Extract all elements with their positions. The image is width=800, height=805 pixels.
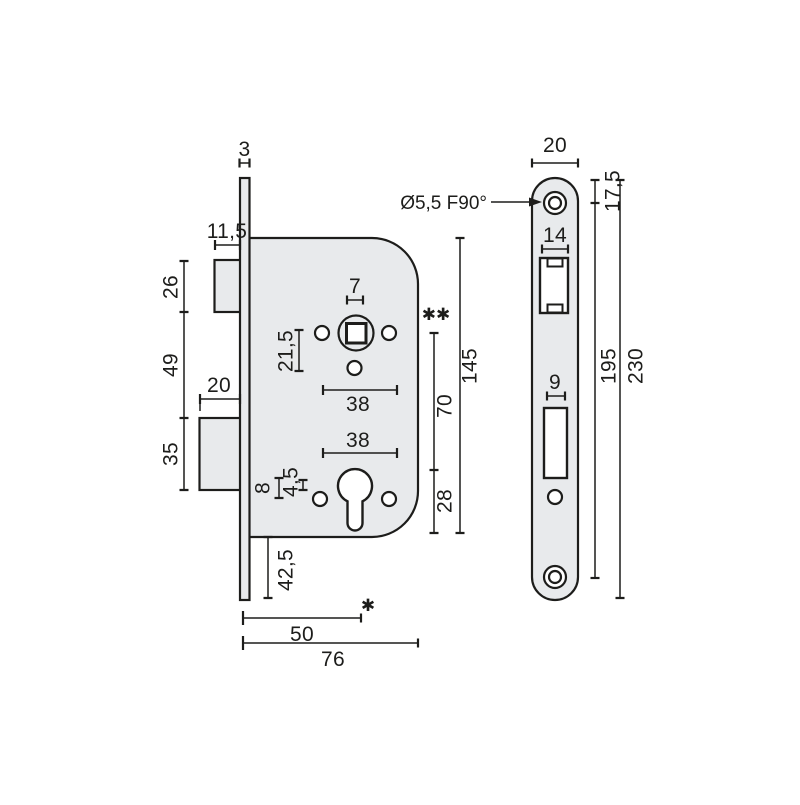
dim-label-hole-8: 8 [252, 482, 275, 494]
dim-latch-cutout-width: 14 [540, 224, 570, 254]
fixing-hole-right [380, 324, 398, 342]
latch-bolt [213, 258, 243, 314]
left-view-lock-case: 3 11,5 26 49 35 20 7 [160, 138, 482, 671]
dim-body-height: 145 [455, 236, 482, 535]
dim-label-hole-4-5: 4,5 [280, 467, 303, 497]
dim-label-total-depth: 76 [321, 648, 345, 671]
dim-lower-hole-spacing: 38 [321, 429, 399, 458]
dim-bottom-offset: 42,5 [263, 535, 298, 600]
dim-label-follower-square: 7 [349, 275, 361, 298]
screw-hole-bottom-inner [547, 569, 563, 585]
dim-label-plate-width: 20 [543, 134, 567, 157]
deadbolt-cutout [542, 406, 569, 480]
dim-label-plate-height: 230 [625, 348, 648, 384]
fixing-hole-below [346, 359, 363, 377]
dead-bolt [198, 416, 243, 492]
dim-hole-8: 8 [252, 476, 284, 500]
dim-label-lower-hole-spacing: 38 [346, 429, 370, 452]
screw-hole-spec-label: Ø5,5 F90° [400, 193, 487, 214]
dim-centre-distances: 70 28 [429, 331, 457, 535]
dim-label-latch-height: 26 [160, 275, 183, 299]
dim-label-top-hole-offset: 17,5 [602, 170, 625, 212]
dim-latch-protrusion: 11,5 [207, 220, 248, 250]
footnote-marker-single: ✱ [361, 596, 375, 616]
fixing-hole-left [313, 324, 331, 342]
dim-label-bolt-cutout-width: 9 [549, 371, 561, 394]
dim-follower-offset: 21,5 [275, 328, 304, 373]
dim-label-upper-hole-spacing: 38 [346, 393, 370, 416]
faceplate-small-hole [546, 488, 564, 506]
dim-label-mid-distance: 49 [160, 353, 183, 377]
dim-follower-square: 7 [345, 275, 365, 305]
screw-hole-callout: Ø5,5 F90° [400, 193, 542, 214]
dim-total-depth: 76 [241, 636, 420, 671]
dim-plate-width: 20 [530, 134, 580, 168]
leader-arrowhead [529, 197, 542, 207]
dim-bolt-cutout-width: 9 [545, 371, 567, 401]
dim-label-follower-offset: 21,5 [275, 330, 298, 372]
cylinder-screw-hole-right [380, 490, 398, 508]
dim-deadbolt-protrusion: 20 [198, 374, 242, 411]
faceplate-edge [238, 176, 251, 602]
dim-label-screw-centres: 195 [598, 348, 621, 384]
dim-label-cylinder-to-bottom: 28 [434, 489, 457, 513]
spindle-square-hole [345, 322, 368, 345]
dim-backset: 50 [241, 611, 363, 646]
screw-hole-top-inner [547, 195, 563, 211]
dim-upper-hole-spacing: 38 [321, 385, 399, 416]
euro-cylinder-hole [336, 467, 374, 532]
dim-label-deadbolt-height: 35 [160, 442, 183, 466]
dim-label-latch-cutout-width: 14 [543, 224, 567, 247]
dim-label-centre-distance: 70 [434, 394, 457, 418]
dim-label-latch-protrusion: 11,5 [207, 220, 248, 243]
footnote-marker-double: ✱✱ [422, 305, 451, 325]
right-view-faceplate: 20 Ø5,5 F90° 14 9 17,5 [400, 134, 648, 602]
lock-body [247, 236, 420, 539]
dim-column-left: 26 49 35 [160, 259, 189, 492]
latch-cutout-top-tab [546, 257, 564, 268]
cylinder-screw-hole-left [311, 490, 329, 508]
dim-screw-centres: 195 [590, 203, 621, 580]
dim-label-body-height: 145 [459, 348, 482, 384]
dim-hole-4-5: 4,5 [280, 467, 308, 497]
dim-label-backset: 50 [290, 623, 314, 646]
dim-label-plate-thickness: 3 [239, 138, 251, 161]
dim-label-bottom-offset: 42,5 [275, 549, 298, 591]
dim-label-deadbolt-protrusion: 20 [207, 374, 231, 397]
dim-plate-thickness: 3 [238, 138, 251, 168]
dim-plate-height: 230 [615, 178, 648, 600]
latch-cutout-bottom-tab [546, 303, 564, 314]
